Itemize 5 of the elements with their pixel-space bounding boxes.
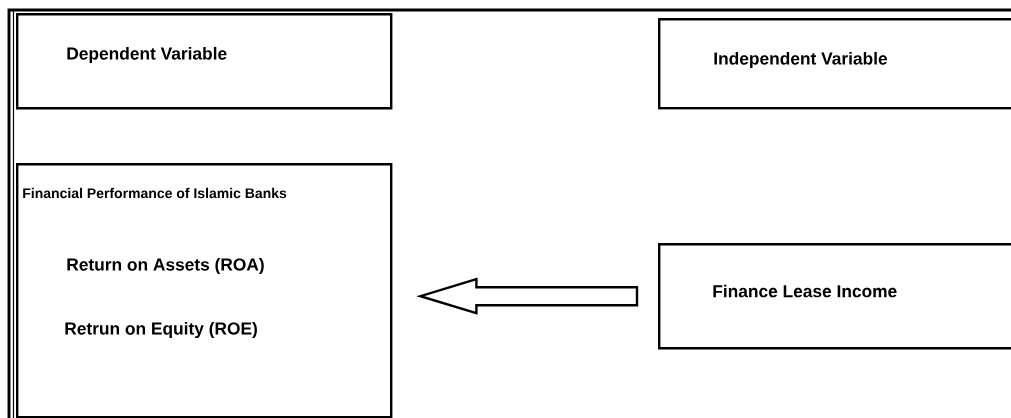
- variable-box: Finance Lease Income: [658, 243, 1011, 350]
- variable-box: Independent Variable: [658, 18, 1011, 110]
- block-arrow: [416, 277, 639, 315]
- performance-box: Financial Performance of Islamic Banks Return on Assets (ROA) Retrun on Equity (ROE): [16, 163, 393, 418]
- variable-box: Dependent Variable: [16, 13, 393, 110]
